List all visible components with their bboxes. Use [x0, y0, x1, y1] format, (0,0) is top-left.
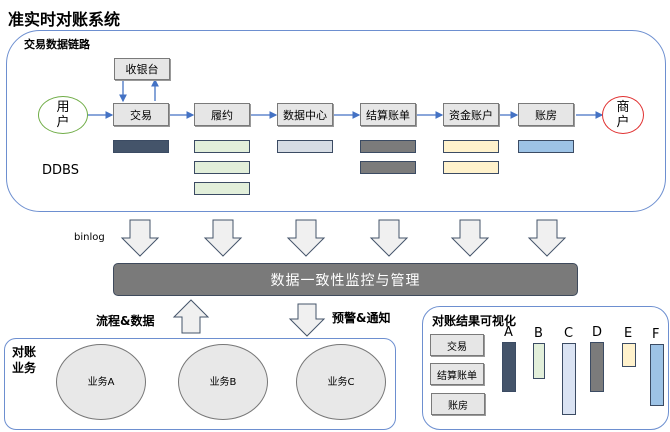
business-title: 对账 业务 — [12, 344, 36, 376]
chain-title: 交易数据链路 — [24, 38, 90, 51]
column-label: D — [592, 325, 603, 340]
column-bar — [650, 344, 664, 406]
chain-step-box: 结算账单 — [360, 103, 416, 126]
column-label: B — [534, 326, 543, 341]
column-bar — [622, 343, 636, 367]
ddbs-label: DDBS — [42, 163, 79, 178]
user-node: 用户 — [38, 96, 88, 134]
business-title-line1: 对账 — [12, 345, 37, 359]
column-bar — [502, 342, 516, 392]
column-label: E — [624, 326, 633, 341]
legend-box: 结算账单 — [430, 363, 484, 385]
legend-box: 账房 — [431, 393, 485, 415]
column-bar — [562, 343, 576, 415]
flow-data-label: 流程&数据 — [96, 314, 155, 328]
storage-bar — [443, 161, 499, 174]
binlog-label: binlog — [74, 232, 105, 243]
storage-bar — [194, 140, 250, 153]
cashier-box: 收银台 — [114, 58, 170, 80]
business-item: 业务C — [296, 344, 386, 420]
binlog-arrow-1 — [120, 219, 160, 257]
consistency-monitor-bar: 数据一致性监控与管理 — [113, 263, 578, 296]
legend-box: 交易 — [430, 334, 484, 356]
business-item: 业务A — [56, 344, 146, 420]
column-label: F — [652, 327, 660, 342]
binlog-arrow-3 — [286, 219, 326, 257]
storage-bar — [113, 140, 169, 153]
storage-bar — [277, 140, 333, 153]
chain-step-box: 资金账户 — [443, 103, 499, 126]
chain-step-box: 交易 — [113, 103, 169, 126]
merchant-node: 商户 — [602, 96, 644, 134]
chain-step-box: 账房 — [518, 103, 574, 126]
column-bar — [590, 342, 604, 392]
column-bar — [533, 343, 545, 379]
chain-step-box: 数据中心 — [277, 103, 333, 126]
binlog-arrow-2 — [203, 219, 243, 257]
storage-bar — [194, 182, 250, 195]
column-label: A — [504, 325, 513, 340]
binlog-arrow-6 — [527, 219, 567, 257]
alert-notify-label: 预警&通知 — [332, 311, 391, 325]
chain-step-box: 履约 — [194, 103, 250, 126]
up-arrow-flow-data — [172, 299, 210, 334]
storage-bar — [360, 161, 416, 174]
merchant-node-label: 商户 — [616, 100, 630, 130]
binlog-arrow-5 — [450, 219, 490, 257]
storage-bar — [360, 140, 416, 153]
business-item: 业务B — [178, 344, 268, 420]
column-label: C — [564, 326, 574, 341]
storage-bar — [194, 161, 250, 174]
storage-bar — [443, 140, 499, 153]
binlog-arrow-4 — [369, 219, 409, 257]
visualization-title: 对账结果可视化 — [432, 314, 517, 328]
page-title: 准实时对账系统 — [8, 10, 121, 29]
user-node-label: 用户 — [56, 100, 70, 130]
storage-bar — [518, 140, 574, 153]
business-title-line2: 业务 — [12, 361, 37, 375]
down-arrow-alert-notify — [288, 303, 326, 337]
